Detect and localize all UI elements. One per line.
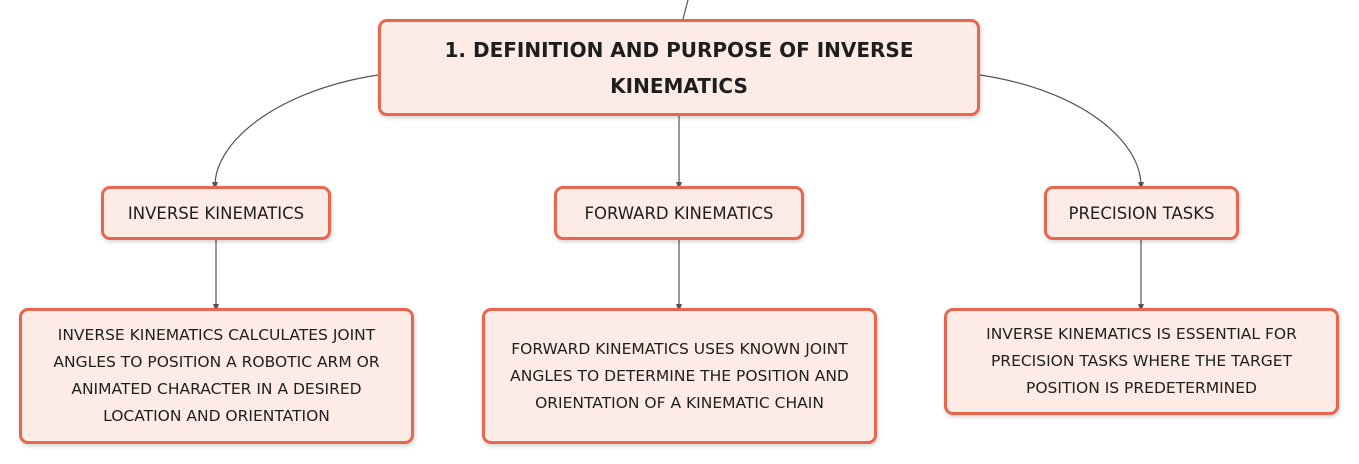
- connector-root-to-inverse: [212, 74, 379, 190]
- topic-node-inverse-kinematics[interactable]: INVERSE KINEMATICS: [101, 186, 331, 240]
- parent-connector: [682, 0, 689, 20]
- root-topic-node[interactable]: 1. DEFINITION AND PURPOSE OF INVERSE KIN…: [378, 19, 980, 116]
- detail-node-inverse-kinematics[interactable]: INVERSE KINEMATICS CALCULATES JOINT ANGL…: [19, 308, 414, 444]
- root-topic-title: 1. DEFINITION AND PURPOSE OF INVERSE KIN…: [444, 37, 914, 98]
- topic-node-precision-tasks[interactable]: PRECISION TASKS: [1044, 186, 1239, 240]
- topic-label: INVERSE KINEMATICS: [127, 203, 305, 223]
- detail-text: FORWARD KINEMATICS USES KNOWN JOINT ANGL…: [510, 339, 849, 412]
- topic-label: FORWARD KINEMATICS: [584, 203, 774, 223]
- topic-node-forward-kinematics[interactable]: FORWARD KINEMATICS: [554, 186, 804, 240]
- detail-node-precision-tasks[interactable]: INVERSE KINEMATICS IS ESSENTIAL FOR PREC…: [944, 308, 1339, 415]
- detail-text: INVERSE KINEMATICS CALCULATES JOINT ANGL…: [53, 326, 380, 425]
- detail-node-forward-kinematics[interactable]: FORWARD KINEMATICS USES KNOWN JOINT ANGL…: [482, 308, 877, 444]
- detail-text: INVERSE KINEMATICS IS ESSENTIAL FOR PREC…: [986, 325, 1297, 397]
- topic-label: PRECISION TASKS: [1068, 203, 1215, 223]
- connector-root-to-precision: [979, 74, 1144, 190]
